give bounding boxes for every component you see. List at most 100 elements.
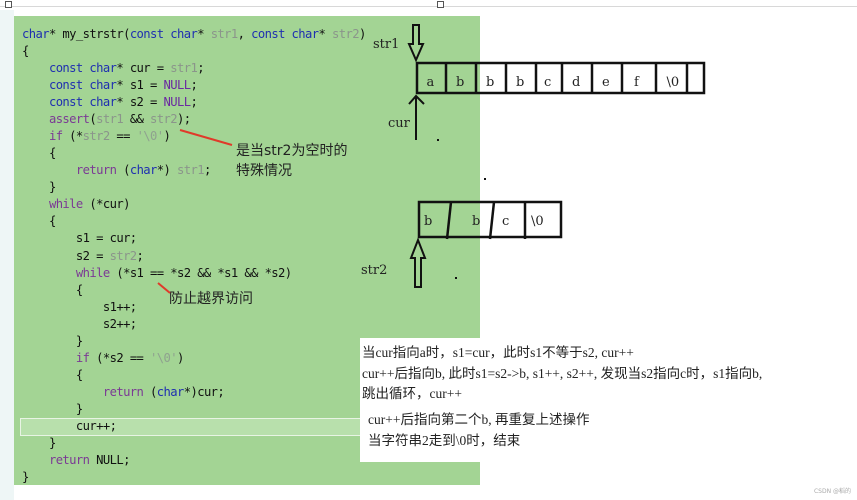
code-token: str2 xyxy=(150,112,178,127)
canvas-top-border xyxy=(0,6,857,7)
annotation-text: 特殊情况 xyxy=(236,163,292,179)
code-line: if (*s2 == '\0') xyxy=(22,350,184,367)
code-token: cur++; xyxy=(22,418,117,433)
code-token: * xyxy=(197,27,211,41)
code-token: const char xyxy=(48,61,117,76)
code-token: } xyxy=(22,333,83,348)
code-token: ) xyxy=(163,129,171,144)
code-token: * xyxy=(318,27,332,41)
code-token: ; xyxy=(136,248,144,263)
code-line: return (char*) str1; xyxy=(22,162,211,179)
str2-cell: \0 xyxy=(531,214,544,229)
str1-cell: b xyxy=(456,75,464,90)
code-token: '\0' xyxy=(136,129,165,144)
code-line: } xyxy=(22,401,83,418)
str1-array xyxy=(415,61,706,95)
code-token: ) xyxy=(176,350,184,365)
code-token: char xyxy=(129,163,158,178)
code-line: { xyxy=(22,367,83,384)
code-line: const char* cur = str1; xyxy=(22,60,205,77)
str2-cell: b xyxy=(472,214,480,229)
code-line: } xyxy=(22,469,29,486)
code-token: (*cur) xyxy=(82,197,130,212)
code-token: ( xyxy=(89,112,97,127)
editor-gutter xyxy=(0,10,14,500)
code-token: *)cur; xyxy=(183,384,225,399)
code-token: { xyxy=(22,282,83,297)
explanation-line: 当cur指向a时，s1=cur，此时s1不等于s2, cur++ xyxy=(362,345,634,360)
code-line: const char* s2 = NULL; xyxy=(22,94,198,111)
str1-cell: \0 xyxy=(667,75,680,90)
str1-cell: b xyxy=(516,75,524,90)
code-line: assert(str1 && str2); xyxy=(22,111,191,128)
str1-cell: c xyxy=(544,75,551,90)
code-token: str1 xyxy=(96,112,124,127)
explanation-box: 当cur指向a时，s1=cur，此时s1不等于s2, cur++ cur++后指… xyxy=(360,338,857,462)
code-token: str2 xyxy=(109,248,138,263)
code-token: ; xyxy=(190,95,198,110)
code-token: assert xyxy=(48,112,90,127)
annotation-empty-str2: 是当str2为空时的 特殊情况 xyxy=(236,141,347,181)
explanation-line: cur++后指向b, 此时s1=s2->b, s1++, s2++, 发现当s2… xyxy=(362,366,763,381)
code-line: { xyxy=(22,213,56,230)
code-token: && xyxy=(123,112,151,127)
str1-pointer-arrow-icon xyxy=(407,24,425,63)
code-token: ; xyxy=(203,163,211,178)
annotation-text: 是当str2为空时的 xyxy=(236,143,348,159)
code-token: *) xyxy=(156,163,177,178)
explanation-line: 当字符串2走到\0时，结束 xyxy=(368,433,521,448)
resize-handle[interactable] xyxy=(437,1,444,8)
str2-cell: b xyxy=(424,214,432,229)
code-line: cur++; xyxy=(22,418,117,435)
code-token: } xyxy=(22,180,56,195)
code-token: ( xyxy=(143,384,157,399)
code-token: s2 = xyxy=(22,248,110,263)
cur-pointer-arrow-icon xyxy=(408,94,425,140)
code-line: { xyxy=(22,145,56,162)
code-token: ; xyxy=(197,61,204,76)
ink-dot xyxy=(484,178,486,180)
explanation-line: 跳出循环，cur++ xyxy=(362,386,462,401)
code-token: const char xyxy=(129,27,198,41)
code-token: '\0' xyxy=(150,350,178,365)
code-token: NULL xyxy=(163,78,192,93)
str1-cell: b xyxy=(486,75,494,90)
code-line: { xyxy=(22,43,29,60)
code-token: * s1 = xyxy=(116,78,164,93)
cur-label: cur xyxy=(388,116,411,131)
code-token: * cur = xyxy=(116,61,171,76)
code-token: s1++; xyxy=(22,299,137,314)
ink-dot xyxy=(455,277,457,279)
code-token: s1 = cur; xyxy=(22,231,137,246)
code-token: , xyxy=(237,27,252,41)
str2-pointer-arrow-icon xyxy=(409,237,427,288)
resize-handle[interactable] xyxy=(5,1,12,8)
code-line: } xyxy=(22,435,56,452)
code-token: } xyxy=(22,470,29,485)
code-token: ( xyxy=(116,163,130,178)
str1-label: str1 xyxy=(373,37,399,52)
code-token: ; xyxy=(190,78,198,93)
code-token: s2++; xyxy=(22,316,137,331)
code-line: while (*cur) xyxy=(22,196,130,213)
code-token: const char xyxy=(48,95,117,110)
code-token: const char xyxy=(48,78,117,93)
code-line: { xyxy=(22,282,83,299)
code-line: s1++; xyxy=(22,299,137,316)
code-token: const char xyxy=(251,27,319,41)
cell-divider xyxy=(488,201,496,240)
code-token: if xyxy=(75,350,90,365)
cell-divider xyxy=(445,201,453,240)
explanation-line: cur++后指向第二个b, 再重复上述操作 xyxy=(368,412,590,427)
code-line: while (*s1 == *s2 && *s1 && *s2) xyxy=(22,265,292,282)
code-token: return xyxy=(48,453,90,467)
code-token: (*s2 == xyxy=(89,350,151,365)
ink-dot xyxy=(437,139,439,141)
str1-cell: d xyxy=(572,75,580,90)
code-line: } xyxy=(22,179,56,196)
code-token: return xyxy=(75,163,117,178)
watermark: CSDN @稻的 xyxy=(813,488,851,495)
code-token: == xyxy=(109,129,137,144)
code-token: str2 xyxy=(332,27,360,41)
